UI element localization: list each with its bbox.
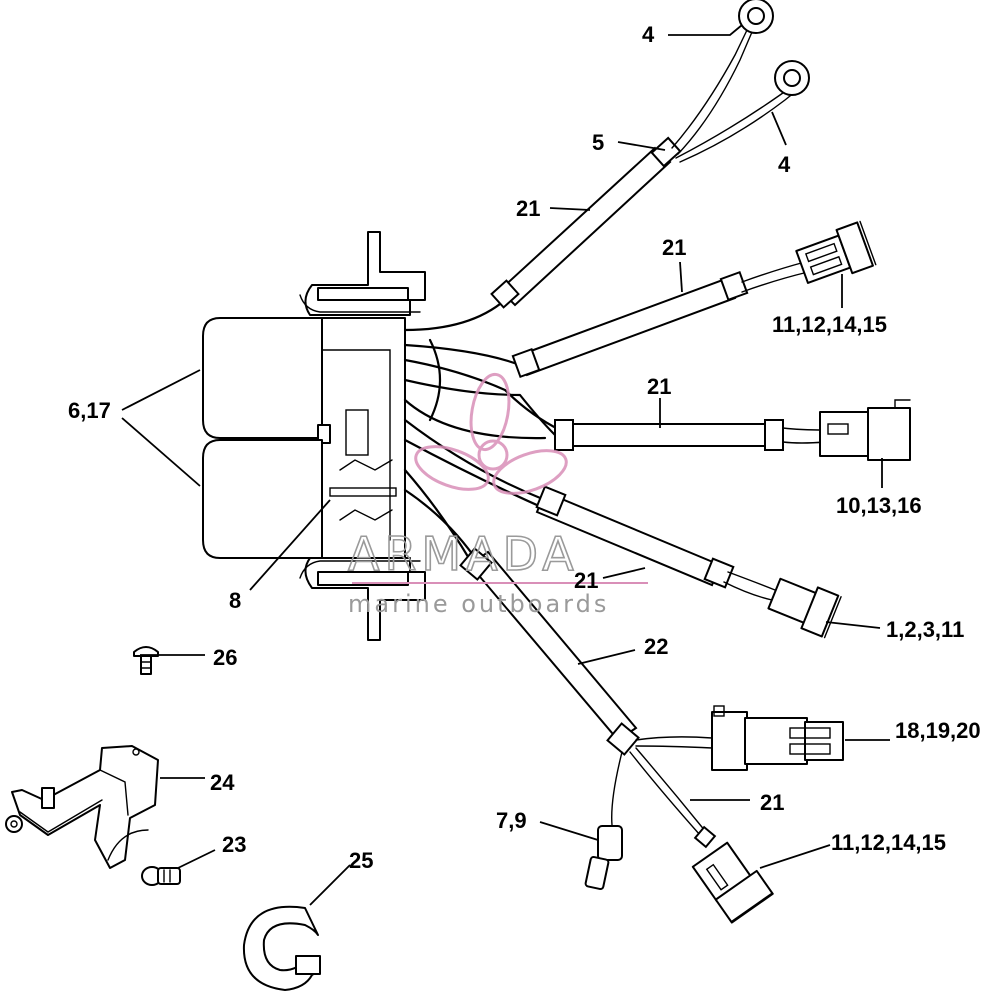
callout-26: 26 [213, 645, 237, 670]
callout-18-19-20: 18,19,20 [895, 718, 981, 743]
watermark-tagline: marine outboards [348, 590, 609, 618]
screw-23 [141, 866, 181, 886]
callout-21-middle-connector: 21 [647, 374, 671, 399]
callout-23: 23 [222, 832, 246, 857]
callout-6-17: 6,17 [68, 398, 111, 423]
connector-lower-11-12-14-15 [691, 825, 774, 924]
relay-module-upper [202, 317, 331, 444]
callout-10-13-16: 10,13,16 [836, 493, 922, 518]
callout-21-bottom: 21 [760, 790, 784, 815]
callout-24: 24 [210, 770, 235, 795]
callout-11-12-14-15-lower: 11,12,14,15 [831, 830, 946, 855]
bracket-24 [5, 745, 159, 869]
watermark-propeller-logo [414, 372, 568, 495]
harness-mounting-block [299, 231, 426, 641]
callout-5: 5 [592, 130, 604, 155]
callout-21-top: 21 [516, 196, 540, 221]
clamp-25 [242, 905, 321, 991]
harness-wires [403, 298, 562, 567]
callout-21-lower-connector: 21 [574, 568, 598, 593]
bullet-connector-7-9 [584, 825, 623, 890]
watermark-brand: ARMADA [348, 527, 579, 581]
branch-connector-lower [535, 485, 842, 639]
callout-4-lower: 4 [778, 152, 791, 177]
connector-18-19-20 [711, 705, 844, 771]
callout-25: 25 [349, 848, 373, 873]
callout-11-12-14-15-upper: 11,12,14,15 [772, 312, 887, 337]
callout-21-upper-connector: 21 [662, 235, 686, 260]
branch-main-lower [459, 547, 713, 836]
branch-ring-terminals [490, 27, 796, 309]
leader-lines [121, 24, 890, 906]
branch-connector-upper [511, 220, 877, 379]
ring-terminal-upper [738, 0, 774, 34]
branch-connector-middle [554, 399, 911, 461]
callout-22: 22 [644, 634, 668, 659]
screw-26 [133, 646, 159, 675]
relay-module-lower [202, 439, 323, 559]
callout-8: 8 [229, 588, 241, 613]
callout-1-2-3-11: 1,2,3,11 [886, 617, 964, 642]
callout-4-top: 4 [642, 22, 655, 47]
callout-7-9: 7,9 [496, 808, 527, 833]
ring-terminal-lower [774, 60, 810, 96]
